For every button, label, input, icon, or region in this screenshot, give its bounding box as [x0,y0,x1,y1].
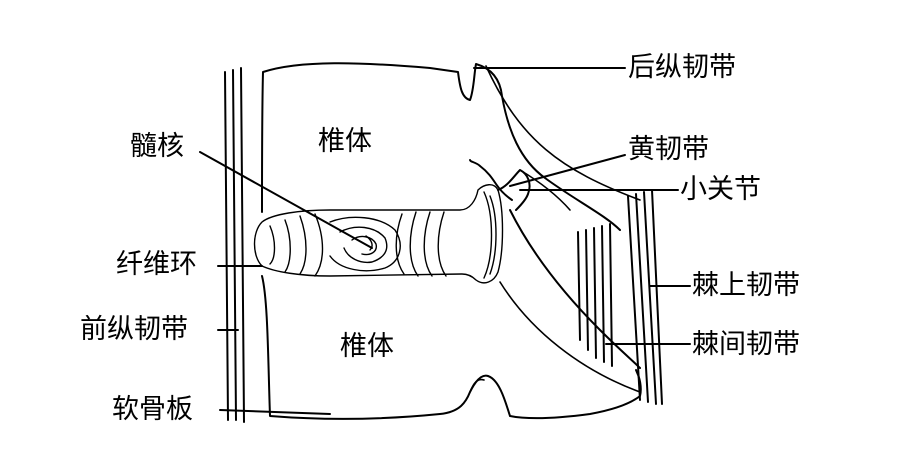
label-vertebral-body-upper: 椎体 [318,126,372,157]
label-interspinous-ligament: 棘间韧带 [692,329,800,360]
label-vertebral-body-lower: 椎体 [340,331,394,362]
supraspinous-ligament-lines [627,189,663,405]
lower-vertebral-body [261,275,642,420]
intervertebral-disc [253,184,504,284]
facet-joint [497,169,531,211]
label-ligamentum-flavum: 黄韧带 [628,134,709,165]
upper-vertebral-body [261,62,621,231]
label-nucleus-pulposus: 髓核 [130,131,184,162]
label-posterior-longitudinal-ligament: 后纵韧带 [628,52,736,83]
label-anterior-longitudinal-ligament: 前纵韧带 [80,314,188,345]
anterior-ligament-lines [224,67,245,423]
label-facet-joint: 小关节 [680,174,761,205]
label-annulus-fibrosus: 纤维环 [116,249,197,280]
label-cartilage-endplate: 软骨板 [112,394,193,425]
label-supraspinous-ligament: 棘上韧带 [692,270,800,301]
upper-posterior-element [469,159,513,201]
interspinous-ligament-lines [577,223,613,367]
leader-lines [199,67,691,415]
